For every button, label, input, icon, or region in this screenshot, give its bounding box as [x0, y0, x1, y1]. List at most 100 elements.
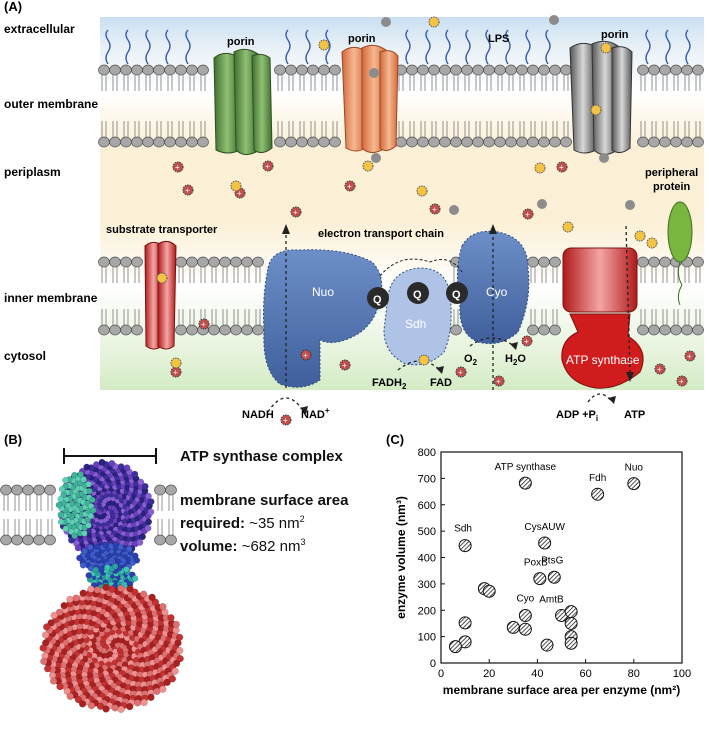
proton-0: +	[172, 161, 184, 173]
lps-label: LPS	[488, 33, 509, 45]
panel-b-volume: volume: ~682 nm3	[180, 537, 306, 555]
dimension-bar	[63, 448, 157, 464]
panel-b-required: required: ~35 nm2	[180, 514, 305, 532]
svg-text:+: +	[524, 337, 529, 346]
svg-text:+: +	[687, 352, 692, 361]
svg-text:+: +	[303, 351, 308, 360]
h2o-label: H2O	[505, 353, 526, 367]
substrate-12	[562, 221, 574, 233]
data-point-1	[591, 487, 605, 501]
data-point-17	[564, 636, 578, 650]
svg-text:Q: Q	[452, 289, 461, 301]
proton-4: +	[262, 160, 274, 172]
substrate-4	[230, 180, 242, 192]
substrate-11	[418, 354, 430, 366]
panel-c-letter: (C)	[386, 432, 404, 447]
svg-text:+: +	[559, 163, 564, 172]
point-label: ATP synthase	[495, 462, 557, 473]
electron-path	[379, 258, 463, 277]
data-point-13	[518, 622, 532, 636]
data-point-15	[564, 616, 578, 630]
data-point-7	[518, 609, 532, 623]
adp-label: ADP +Pi	[556, 409, 598, 423]
atp-label: ATP	[624, 409, 645, 421]
fad-label: FAD	[430, 377, 452, 389]
svg-text:+: +	[237, 189, 242, 198]
proton-15: +	[654, 363, 666, 375]
peripheral-protein	[667, 201, 693, 306]
y-tick-label: 400	[418, 553, 436, 565]
svg-text:+: +	[173, 368, 178, 377]
proton-14: +	[521, 335, 533, 347]
region-label-2: periplasm	[4, 165, 61, 179]
data-point-10	[482, 584, 496, 598]
x-axis-label: membrane surface area per enzyme (nm²)	[443, 683, 680, 697]
peripheral-protein-label-2: protein	[653, 181, 691, 193]
porin-label-2: porin	[348, 33, 376, 45]
ion-5	[625, 200, 635, 210]
point-label: Nuo	[625, 463, 644, 474]
substrate-13	[634, 230, 646, 242]
point-label: CysAUW	[524, 522, 565, 533]
x-tick-label: 100	[673, 668, 691, 680]
lps-chains	[105, 29, 691, 65]
panel-a-letter: (A)	[4, 0, 22, 14]
etc-label: electron transport chain	[318, 228, 444, 240]
svg-text:+: +	[657, 365, 662, 374]
sdh-complex: Sdh	[383, 267, 452, 366]
svg-text:+: +	[293, 208, 298, 217]
o2-label: O2	[464, 353, 478, 367]
substrate-8	[646, 237, 658, 249]
proton-3: +	[290, 206, 302, 218]
point-label: PoxB	[524, 558, 548, 569]
svg-text:+: +	[525, 210, 530, 219]
svg-text:+: +	[265, 162, 270, 171]
proton-10: +	[198, 318, 210, 330]
point-label: Sdh	[454, 524, 472, 535]
point-label: Cyo	[516, 594, 534, 605]
panel-b-letter: (B)	[4, 432, 22, 447]
data-point-12	[506, 620, 520, 634]
atp-synthase-structure	[39, 458, 184, 714]
x-tick-label: 40	[531, 668, 543, 680]
point-label: PtsG	[541, 555, 563, 566]
data-point-4	[538, 536, 552, 550]
substrate-10	[170, 357, 182, 369]
porin-grey	[569, 40, 633, 156]
quinone-1: Q	[367, 287, 389, 309]
panel-b-title: ATP synthase complex	[180, 448, 343, 465]
proton-19: +	[300, 349, 312, 361]
ion-3	[371, 153, 381, 163]
data-point-5	[547, 570, 561, 584]
y-tick-label: 0	[430, 658, 436, 670]
point-label: AmtB	[539, 595, 564, 606]
svg-text:Q: Q	[413, 289, 422, 301]
data-point-20	[448, 640, 462, 654]
svg-text:Q: Q	[373, 294, 382, 306]
proton-11: +	[339, 359, 351, 371]
substrate-2	[600, 42, 612, 54]
svg-text:+: +	[185, 186, 190, 195]
svg-text:+: +	[347, 182, 352, 191]
ion-4	[599, 153, 609, 163]
svg-text:+: +	[201, 320, 206, 329]
inner-membrane	[98, 256, 704, 336]
ion-2	[369, 68, 379, 78]
region-label-4: cytosol	[4, 349, 46, 363]
porin-label-3: porin	[601, 29, 629, 41]
peripheral-protein-label-1: peripheral	[645, 167, 698, 179]
proton-18: +	[280, 414, 292, 426]
data-point-3	[458, 539, 472, 553]
svg-text:+: +	[432, 205, 437, 214]
nad-label: NAD+	[301, 406, 330, 421]
x-tick-label: 0	[438, 668, 444, 680]
particles: ++++++++++++++++++++	[156, 15, 696, 426]
substrate-9	[156, 272, 168, 284]
y-tick-label: 800	[418, 447, 436, 459]
y-tick-label: 500	[418, 526, 436, 538]
x-tick-label: 20	[483, 668, 495, 680]
atp-synthase: ATP synthase	[561, 247, 644, 389]
panel-b-area-label: membrane surface area	[180, 492, 349, 509]
